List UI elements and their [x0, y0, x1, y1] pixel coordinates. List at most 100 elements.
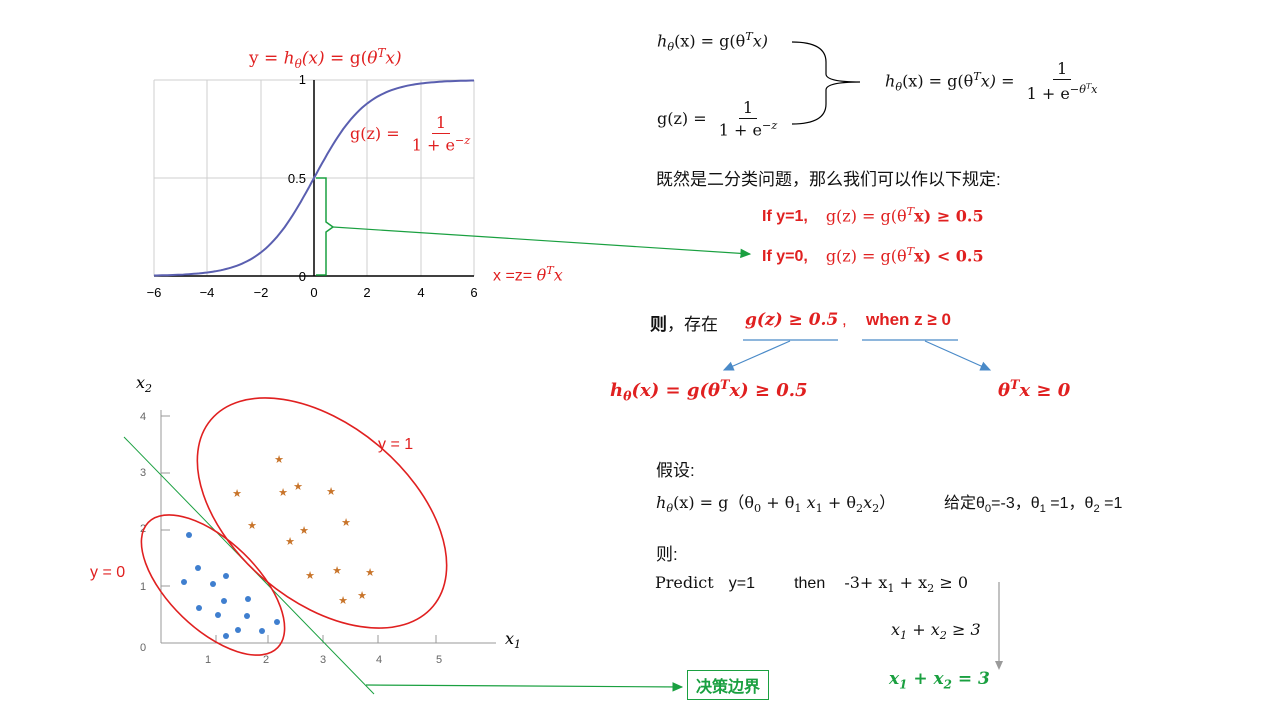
class-0-point [186, 532, 192, 538]
hypothesis-title: 假设: [656, 461, 695, 480]
hyp-t0: 0 [754, 502, 762, 516]
expr2-end: ≥ 3 [946, 620, 981, 639]
class-1-point: ★ [274, 454, 284, 466]
sigmoid-x-ticks: −6 −4 −2 0 2 4 6 [147, 285, 478, 300]
predict-expr3: x1 + x2 = 3 [889, 669, 990, 691]
combined-exp-minus: −θ [1069, 83, 1086, 97]
title-y: y = [249, 48, 284, 69]
predict-word: Predict [655, 573, 714, 592]
boundary-arrow [365, 682, 684, 692]
brace-to-rule-arrow [332, 226, 752, 259]
scatter-plot: 0 1 2 3 4 1 2 3 4 5 x2 x1 ★★★★★★★★★★★★★★… [90, 373, 521, 695]
g-den: 1 + e−z [715, 119, 782, 140]
combined-den-base: 1 + e [1026, 84, 1070, 104]
scatter-y-tick: 3 [140, 467, 146, 479]
rule-y1-expr: g(z) = g(θ [825, 206, 907, 226]
scatter-x-tick: 5 [436, 654, 442, 666]
exists-theta-T: T [1010, 377, 1020, 392]
expr3-a: x [889, 669, 900, 689]
class-1-point: ★ [357, 590, 367, 602]
exists-theta: θ [998, 380, 1011, 401]
x-label-theta: θ [536, 265, 547, 285]
h-symbol: h [657, 31, 668, 51]
given-0v: =-3，θ [991, 495, 1040, 512]
title-x: (x) [301, 48, 325, 69]
rule-y0-label: If y=0, [762, 248, 808, 266]
expr1-end: ≥ 0 [934, 573, 969, 592]
expr2-s2: 2 [939, 629, 947, 643]
class-0-point [259, 628, 265, 634]
expr2-a: x [891, 620, 901, 639]
exists-cunzai: ，存在 [667, 315, 718, 334]
combined-sub: θ [895, 80, 903, 94]
sigmoid-title: y = hθ(x) = g(θTx) [249, 46, 402, 71]
class-0-point [195, 565, 201, 571]
class-1-point: ★ [293, 481, 303, 493]
g-fraction: 1 1 + e−z [715, 98, 782, 140]
predict-y1: y=1 [728, 575, 755, 592]
class-0-point [215, 612, 221, 618]
combined-rest: (x) = g(θ [902, 71, 974, 91]
hypothesis-given: 给定θ0=-3，θ1 =1，θ2 =1 [944, 489, 1122, 515]
class-0-point [221, 598, 227, 604]
g-den-base: 1 + e [718, 120, 762, 140]
given-text: 给定θ [944, 495, 985, 512]
sigmoid-x-tick: −6 [147, 285, 162, 300]
expr1-a: -3+ x [844, 573, 888, 592]
rules-intro: 既然是二分类问题，那么我们可以作以下规定: [656, 170, 1001, 189]
scatter-x-tickmarks [215, 635, 437, 643]
exists-line: 则，存在 [650, 310, 718, 335]
expr1-s1: 1 [887, 582, 895, 596]
class-1-point: ★ [285, 536, 295, 548]
exists-h-mid: (x) = g(θ [631, 380, 721, 401]
hyp-h: h [656, 493, 667, 512]
exists-h-end: x) ≥ 0.5 [729, 380, 808, 401]
sigmoid-y-tick: 1 [299, 72, 306, 87]
expr1-m: + x [894, 573, 928, 592]
class-0-points [181, 532, 280, 639]
sigmoid-x-tick: 4 [417, 285, 424, 300]
rule-y1: If y=1,g(z) = g(θTx) ≥ 0.5 [762, 205, 984, 226]
combined-T: T [973, 70, 981, 84]
gz-den: 1 + e−z [408, 134, 475, 155]
gz-fraction: 1 1 + e−z [408, 113, 475, 155]
sigmoid-x-label: x =z= θTx [493, 264, 563, 285]
combined-fraction: 1 1 + e−θTx [1023, 59, 1102, 104]
hyp-x2s: 2 [872, 502, 880, 516]
hyp-close: ） [879, 493, 896, 512]
title-x2: x) [385, 48, 402, 69]
rule-y0: If y=0,g(z) = g(θTx) < 0.5 [762, 245, 984, 266]
given-2v: =1 [1099, 495, 1123, 512]
hyp-h-sub: θ [666, 502, 674, 516]
class-0-point [244, 613, 250, 619]
y1-region-ellipse [196, 397, 448, 629]
predict-expr2: x1 + x2 ≥ 3 [891, 620, 981, 642]
exists-h-T: T [720, 377, 730, 392]
class-1-point: ★ [341, 517, 351, 529]
exists-h-result: hθ(x) = g(θTx) ≥ 0.5 [610, 377, 808, 404]
gz-left: g(z) = [350, 124, 400, 144]
scatter-x-ticks: 1 2 3 4 5 [205, 654, 442, 666]
class-0-point [223, 573, 229, 579]
given-2: 2 [1093, 503, 1100, 516]
sigmoid-x-tick: −4 [200, 285, 215, 300]
class-0-point [223, 633, 229, 639]
gz-den-exp: −z [454, 134, 471, 148]
g-definition: g(z) = 1 1 + e−z [657, 98, 784, 140]
combined-h: h [885, 71, 896, 91]
scatter-y-tickmarks [161, 415, 170, 587]
hypothesis-formula: hθ(x) = g（θ0 + θ1 x1 + θ2x2） [656, 489, 895, 515]
scatter-x-tick: 4 [376, 654, 382, 666]
class-0-point [210, 581, 216, 587]
class-0-point [181, 579, 187, 585]
class-1-point: ★ [299, 525, 309, 537]
g-left: g(z) = [657, 109, 707, 129]
predict-line: Predict y=1 then -3+ x1 + x2 ≥ 0 [655, 573, 968, 595]
sigmoid-y-ticks: 0 0.5 1 [288, 72, 306, 284]
scatter-y-tick: 4 [140, 411, 146, 423]
h-rest: (x) = g(θ [674, 31, 746, 51]
hyp-t1: 1 [794, 502, 802, 516]
title-theta: θ [294, 57, 302, 72]
exists-when: when z ≥ 0 [866, 310, 951, 329]
